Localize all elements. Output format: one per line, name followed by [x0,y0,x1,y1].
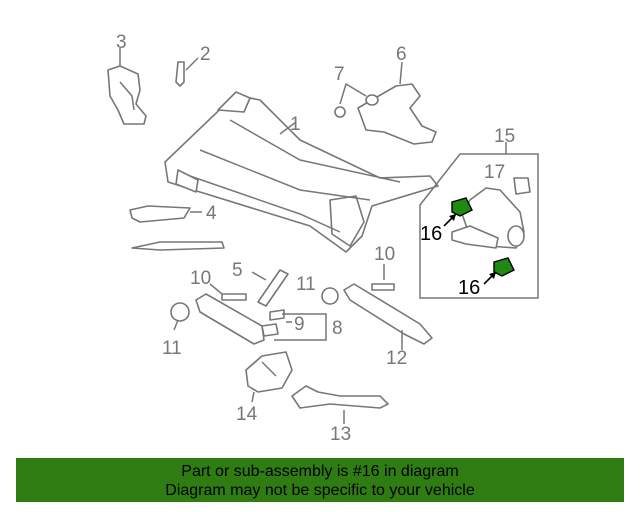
callout-10b: 10 [374,244,395,265]
callout-1: 1 [290,114,301,135]
callout-3: 3 [116,32,127,53]
callout-11a: 11 [296,274,316,295]
info-banner: Part or sub-assembly is #16 in diagram D… [16,458,624,502]
callout-16b: 16 [458,277,480,299]
part-14-bracket [245,351,293,403]
part-10-bolt-right [371,264,395,291]
part-1-subframe [164,91,439,253]
callout-16a: 16 [420,223,442,245]
part-16-bushing-lower [483,257,515,285]
part-12-lateral-link [343,283,433,350]
callout-5: 5 [232,260,243,281]
callout-11b: 11 [162,338,182,359]
callout-4: 4 [206,203,217,224]
part-8-9-hardware [261,309,327,341]
callout-7: 7 [334,64,345,85]
part-3-bracket [107,48,147,125]
banner-line-2: Diagram may not be specific to your vehi… [165,482,475,499]
part-5-link [251,269,289,307]
callout-17: 17 [484,162,505,183]
stabilizer-rod [131,241,225,251]
part-11-cap-left [170,302,190,331]
part-7-washers [334,82,379,118]
part-15-knuckle-box [419,142,539,299]
callout-9: 9 [294,314,305,335]
callout-13: 13 [330,424,351,445]
part-13-trailing-link [291,385,389,424]
lower-arm-left [195,293,265,345]
callout-15: 15 [494,126,515,147]
callout-14: 14 [236,404,258,425]
callout-8: 8 [332,318,343,339]
part-4-plate [129,205,202,223]
callout-6: 6 [396,44,407,65]
part-16-bushing-upper [443,197,473,227]
callout-10a: 10 [190,268,211,289]
part-2-bolt [175,57,199,87]
callout-12: 12 [386,348,407,369]
part-11-cap-right [321,287,339,305]
banner-line-1: Part or sub-assembly is #16 in diagram [181,463,459,480]
part-10-bolt-left [209,283,247,301]
callout-2: 2 [200,44,211,65]
parts-diagram: 3 2 1 6 7 4 5 [107,32,539,445]
